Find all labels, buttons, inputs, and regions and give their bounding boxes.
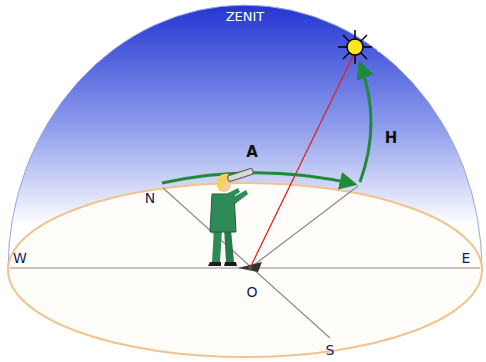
horizon-ellipse xyxy=(8,183,482,357)
origin-point xyxy=(248,266,252,270)
altitude-arc xyxy=(360,64,371,182)
north-south-line xyxy=(163,188,330,338)
north-label: N xyxy=(145,191,155,205)
east-label: E xyxy=(462,251,471,265)
azimuth-label: A xyxy=(246,145,258,160)
star-symbol xyxy=(338,30,372,64)
azimuth-ray xyxy=(250,186,358,268)
west-label: W xyxy=(13,251,27,265)
star-sightline xyxy=(250,56,353,268)
azimuth-arc xyxy=(162,173,354,184)
star-label: S xyxy=(376,40,386,55)
south-label: S xyxy=(326,343,335,357)
origin-label: O xyxy=(246,285,257,299)
altitude-label: H xyxy=(385,131,398,146)
shadow xyxy=(238,262,262,272)
observer-figure xyxy=(208,168,254,266)
zenith-label: ZENIT xyxy=(226,10,265,23)
